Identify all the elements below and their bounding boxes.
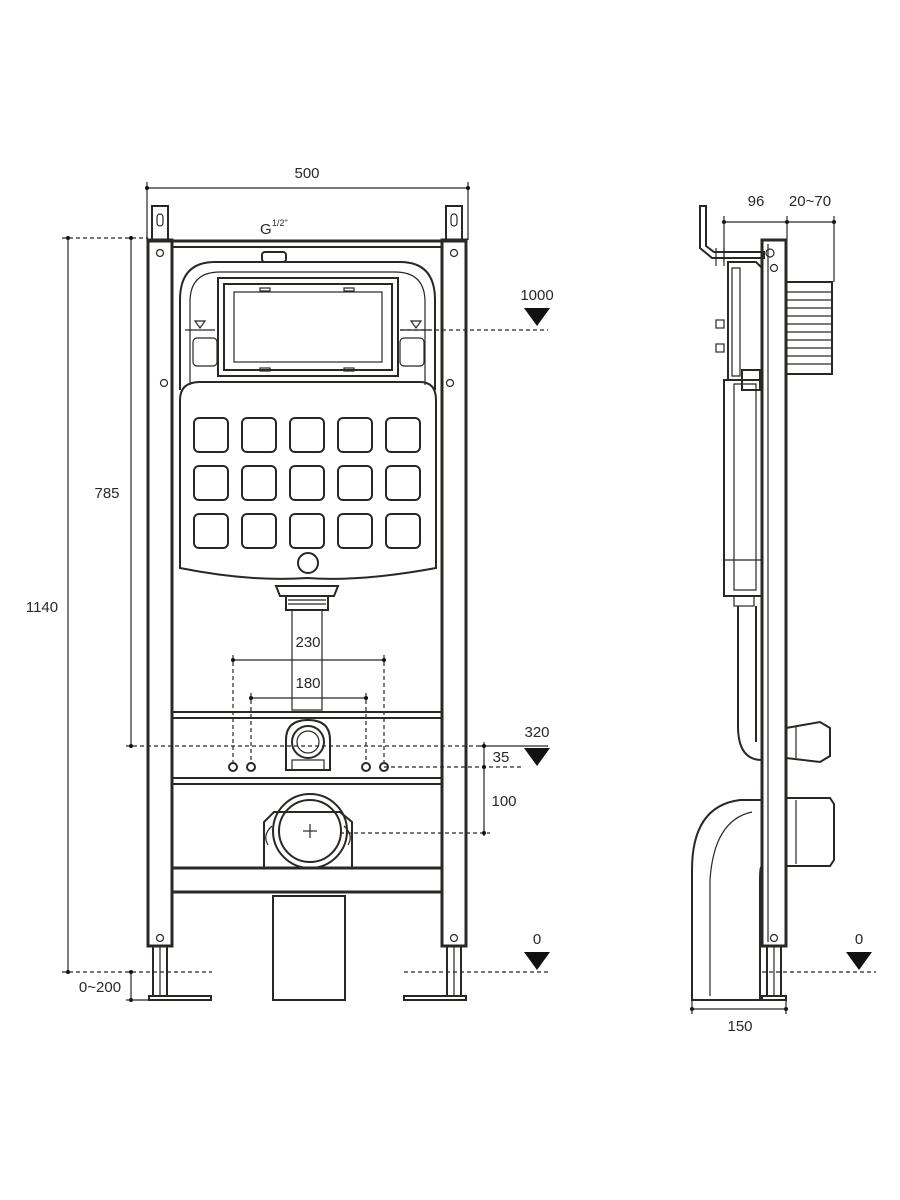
level-0-marker-side: 0 xyxy=(762,931,876,973)
height-dimensions: 1140 785 0~200 xyxy=(26,236,480,1002)
legs xyxy=(148,945,467,1001)
offset-35-label: 35 xyxy=(493,749,510,766)
flush-connector xyxy=(285,718,331,771)
spacing-dimensions: 230 180 xyxy=(228,634,389,772)
side-ribbed-hose xyxy=(785,281,833,375)
depth-dimensions-top: 96 20~70 xyxy=(722,193,836,282)
level-0-label-side: 0 xyxy=(855,931,863,948)
side-waste-elbow xyxy=(691,797,835,1001)
waste-outlet xyxy=(263,793,353,869)
level-0-label-front: 0 xyxy=(533,931,541,948)
side-view: 96 20~70 xyxy=(690,193,876,1035)
thread-label: G 1/2" xyxy=(260,218,288,263)
side-cistern xyxy=(715,261,763,607)
level-0-marker-front: 0 xyxy=(404,931,550,973)
leg-adjust-label: 0~200 xyxy=(79,979,121,996)
level-320-marker: 320 35 100 xyxy=(340,724,550,836)
thread-size: 1/2" xyxy=(272,218,288,228)
side-flush-pipe xyxy=(737,606,831,764)
thread-letter: G xyxy=(260,221,272,238)
wall-bracket xyxy=(699,205,775,266)
spacing-180-label: 180 xyxy=(295,675,320,692)
width-dimension: 500 xyxy=(145,165,470,240)
level-1000-label: 1000 xyxy=(520,287,553,304)
frame xyxy=(146,205,468,948)
depth-150-label: 150 xyxy=(727,1018,752,1035)
cistern xyxy=(179,261,437,711)
tank-grid xyxy=(193,417,421,549)
offset-100-label: 100 xyxy=(491,793,516,810)
side-frame xyxy=(760,238,788,948)
width-label: 500 xyxy=(294,165,319,182)
front-view: 500 G 1/2" xyxy=(26,165,554,1002)
total-height-label: 1140 xyxy=(26,599,58,616)
height-785-label: 785 xyxy=(94,485,119,502)
depth-96-label: 96 xyxy=(748,193,765,210)
depth-20-70-label: 20~70 xyxy=(789,193,831,210)
drain-box xyxy=(272,895,346,1001)
spacing-230-label: 230 xyxy=(295,634,320,651)
depth-150-dimension: 150 xyxy=(690,1000,788,1035)
level-320-label: 320 xyxy=(524,724,549,741)
level-1000-marker: 1000 xyxy=(400,287,554,331)
side-leg xyxy=(761,945,787,1001)
